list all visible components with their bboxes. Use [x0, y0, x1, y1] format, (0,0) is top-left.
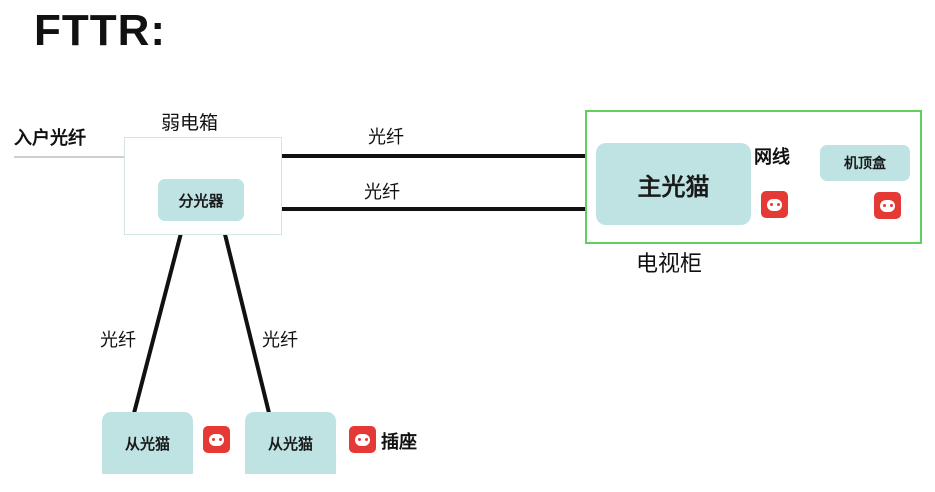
page-title: FTTR:	[34, 6, 167, 55]
socket-label: 插座	[381, 432, 417, 453]
fiber-label-right: 光纤	[262, 330, 298, 351]
sub-modem-2: 从光猫	[245, 412, 336, 474]
splitter: 分光器	[158, 179, 244, 221]
socket-icon	[761, 191, 788, 218]
socket-icon	[203, 426, 230, 453]
socket-icon	[874, 192, 901, 219]
fiber-label-middle: 光纤	[364, 182, 400, 203]
main-modem: 主光猫	[596, 143, 751, 225]
ethernet-label: 网线	[754, 147, 790, 168]
fiber-label-left: 光纤	[100, 330, 136, 351]
set-top-box: 机顶盒	[820, 145, 910, 181]
socket-icon	[349, 426, 376, 453]
tv-cabinet-label: 电视柜	[636, 252, 703, 277]
home-fiber-label: 入户光纤	[14, 128, 86, 149]
fiber-to-sub-modem-2	[218, 213, 272, 418]
fiber-label-top: 光纤	[368, 127, 404, 148]
weak-box-label: 弱电箱	[161, 112, 219, 134]
fiber-to-sub-modem-1	[131, 213, 188, 418]
sub-modem-1: 从光猫	[102, 412, 193, 474]
